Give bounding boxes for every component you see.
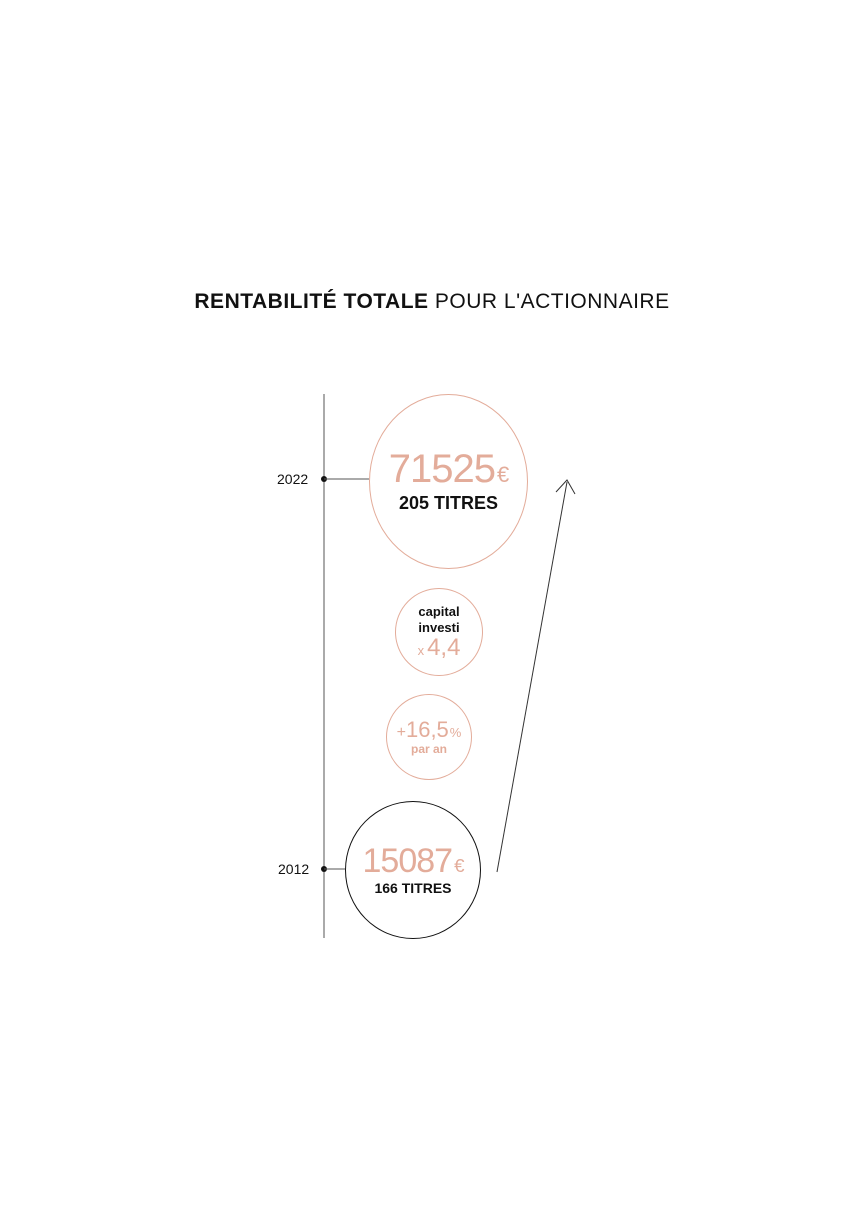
title-light: POUR L'ACTIONNAIRE	[434, 290, 670, 313]
amount-2012-value: 15087	[362, 842, 454, 880]
annual-label: par an	[410, 741, 447, 756]
value-circle-2012: 15087€ 166 TITRES	[345, 801, 481, 939]
year-2012-label: 2012	[278, 861, 310, 877]
capital-label-line1: capital	[418, 603, 460, 619]
value-circle-2022: 71525€ 205 TITRES	[369, 394, 528, 569]
annual-unit: %	[449, 724, 462, 740]
capital-label-line2: investi	[418, 620, 460, 635]
year-2022-label: 2022	[277, 471, 309, 487]
arrow-up-right-icon	[496, 479, 576, 873]
currency-2022: €	[496, 462, 509, 487]
shares-2022: 205 TITRES	[398, 493, 499, 513]
currency-2012: €	[454, 855, 464, 876]
annual-sign: +	[396, 723, 406, 741]
annual-return-value: +16,5%	[396, 716, 462, 742]
amount-2022: 71525€	[388, 447, 510, 491]
annual-number: 16,5	[405, 716, 449, 742]
amount-2022-value: 71525	[388, 447, 496, 491]
shares-2012: 166 TITRES	[374, 880, 452, 896]
title-bold: RENTABILITÉ TOTALE	[194, 290, 429, 313]
page-title: RENTABILITÉ TOTALE POUR L'ACTIONNAIRE	[0, 290, 864, 314]
amount-2012: 15087€	[362, 842, 465, 880]
multiplier-value: 4,4	[427, 634, 461, 662]
multiplier-prefix: x	[417, 643, 425, 659]
annual-return-circle: +16,5% par an	[386, 694, 472, 780]
